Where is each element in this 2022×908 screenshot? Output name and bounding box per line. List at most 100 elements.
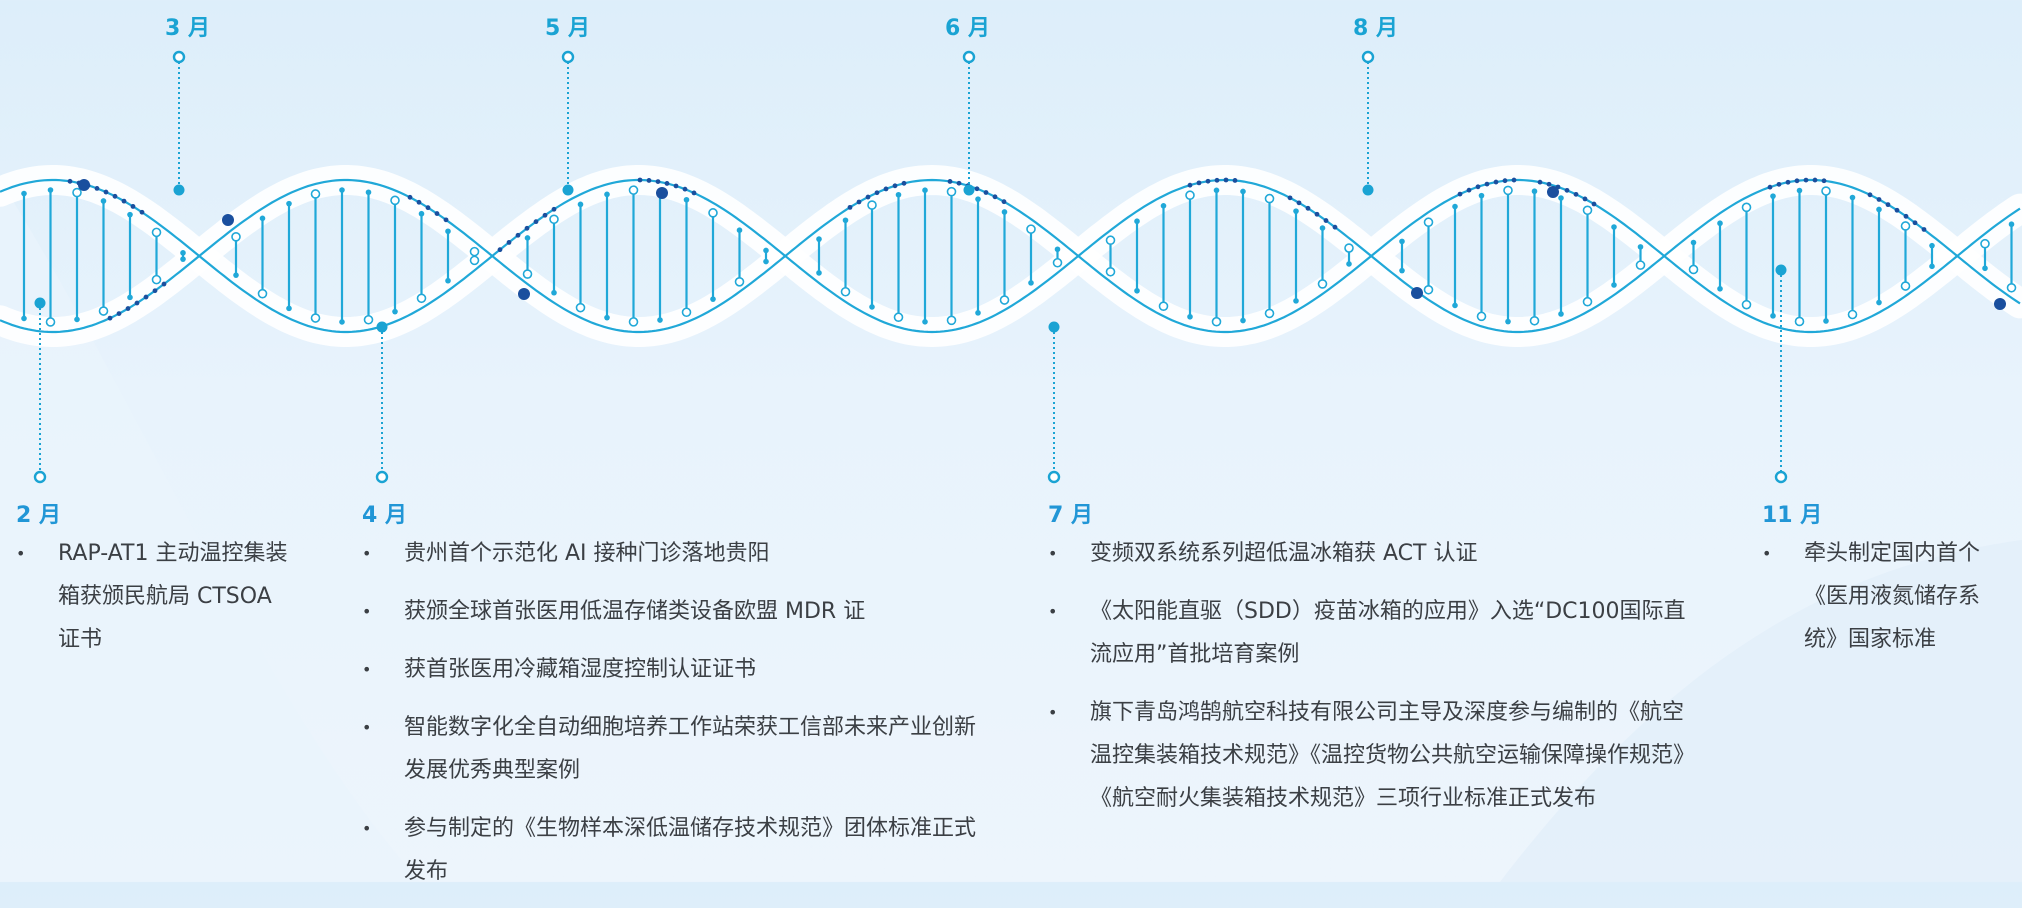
milestone-node	[1775, 264, 1787, 276]
strand-bead	[1894, 207, 1900, 213]
milestone-ring	[172, 50, 186, 64]
rung-node	[999, 295, 1010, 305]
rung-node	[524, 235, 531, 241]
rung-node	[2006, 282, 2017, 293]
rung-node	[549, 214, 559, 225]
month-label-nov: 11 月	[1762, 503, 1823, 528]
rung-node	[1452, 203, 1458, 210]
strand-bead	[116, 311, 122, 317]
strand-bead	[1502, 178, 1508, 184]
rung-node	[657, 317, 663, 323]
rung-node	[946, 315, 957, 326]
rung-node	[1558, 195, 1564, 201]
rung-node	[1346, 261, 1352, 267]
strand-bead	[1912, 220, 1918, 226]
strand-bead	[152, 288, 158, 294]
month-label-aug: 8 月	[1353, 16, 1398, 41]
rung-node	[1105, 235, 1116, 246]
rung-node	[469, 255, 480, 266]
list-item: 旗下青岛鸿鹄航空科技有限公司主导及深度参与编制的《航空温控集装箱技术规范》《温控…	[1048, 691, 1688, 820]
milestone-list-feb: RAP-AT1 主动温控集装箱获颁民航局 CTSOA 证书	[16, 532, 296, 676]
rung-node	[418, 210, 425, 217]
strand-bead	[646, 178, 652, 183]
rung-node	[72, 187, 82, 198]
rung-node	[1158, 301, 1169, 311]
strand-bead	[497, 247, 503, 253]
rung-node	[98, 306, 109, 316]
rung-node	[45, 317, 56, 327]
rung-node	[1211, 316, 1222, 327]
milestone-ring	[1047, 470, 1061, 484]
rung-node	[975, 310, 981, 316]
strand-bead	[130, 204, 136, 209]
rung-node	[339, 187, 345, 193]
strand-bead	[533, 219, 539, 225]
strand-bead	[1812, 177, 1818, 183]
strand-bead	[407, 194, 413, 200]
rung-node	[286, 305, 292, 312]
rung-node	[339, 319, 345, 325]
rung-node	[1399, 238, 1405, 245]
strand-bead	[1187, 182, 1193, 188]
rung-node	[1849, 194, 1856, 201]
rung-node	[1529, 315, 1540, 326]
rung-node	[734, 276, 745, 287]
month-label-apr: 4 月	[362, 503, 407, 528]
list-item: 参与制定的《生物样本深低温储存技术规范》团体标准正式发布	[362, 807, 992, 893]
helix-dark-node	[1411, 287, 1423, 299]
strand-bead	[515, 232, 521, 238]
strand-bead	[1903, 213, 1909, 219]
strand-bead	[121, 198, 127, 204]
rung-node	[922, 187, 928, 193]
strand-bead	[1196, 180, 1202, 186]
list-item: 变频双系统系列超低温冰箱获 ACT 认证	[1048, 532, 1688, 575]
milestone-node	[1048, 321, 1060, 333]
rung-node	[604, 191, 610, 198]
list-item: 获颁全球首张医用低温存储类设备欧盟 MDR 证	[362, 590, 992, 633]
rung-node	[1134, 287, 1140, 294]
strand-bead	[1484, 181, 1490, 187]
rung-node	[840, 286, 851, 297]
rung-node	[1213, 187, 1220, 194]
rung-node	[1185, 190, 1195, 201]
helix-strand-b	[0, 178, 2021, 334]
milestone-node	[1362, 184, 1374, 196]
milestone-node	[34, 297, 46, 309]
rung-node	[233, 272, 239, 278]
strand-bead	[1205, 178, 1211, 184]
milestone-ring	[1361, 50, 1375, 64]
rung-node	[681, 307, 692, 318]
rung-node	[1001, 209, 1008, 215]
month-label-may: 5 月	[545, 16, 590, 41]
rung-node	[231, 232, 241, 242]
strand-bead	[901, 180, 907, 186]
strand-bead	[1867, 192, 1873, 198]
strand-bead	[1767, 184, 1773, 190]
milestone-ring	[375, 470, 389, 484]
strand-bead	[1511, 177, 1517, 183]
rung-node	[1317, 279, 1328, 289]
rung-node	[577, 201, 584, 208]
rung-node	[708, 208, 718, 218]
rung-node	[1240, 317, 1246, 324]
rung-node	[21, 315, 27, 322]
rung-node	[710, 296, 716, 302]
rung-node	[286, 200, 292, 207]
rung-node	[1821, 186, 1831, 196]
rung-node	[151, 274, 162, 285]
rung-node	[1876, 299, 1882, 306]
rung-node	[922, 319, 928, 325]
rung-node	[151, 227, 162, 238]
rung-node	[416, 293, 427, 304]
rung-node	[816, 236, 822, 242]
rung-node	[1847, 309, 1858, 320]
strand-bead	[1314, 211, 1320, 217]
rung-node	[893, 312, 904, 323]
rung-node	[736, 227, 743, 234]
strand-bead	[1785, 179, 1791, 185]
rung-node	[628, 317, 639, 327]
strand-bead	[1573, 191, 1579, 197]
rung-node	[1635, 260, 1646, 270]
strand-bead	[1564, 187, 1570, 193]
milestone-node	[562, 184, 574, 196]
